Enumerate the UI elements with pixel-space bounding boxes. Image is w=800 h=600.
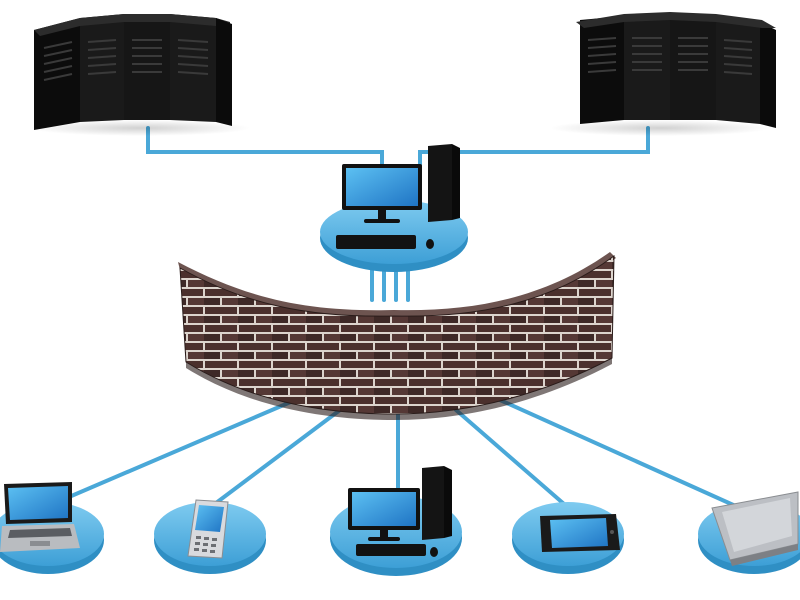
server-rack-icon	[34, 14, 232, 130]
firewall-top	[178, 252, 616, 319]
server-rack-icon	[576, 12, 776, 128]
desktop-computer-icon	[348, 466, 452, 557]
client-tablet[interactable]	[512, 502, 624, 574]
firewall-shade	[186, 358, 612, 420]
client-laptop[interactable]	[0, 482, 104, 574]
firewall[interactable]	[178, 252, 616, 420]
smartphone-icon	[187, 499, 229, 559]
link-firewall-tablet	[454, 408, 566, 506]
client-notebook[interactable]	[698, 491, 800, 574]
link-right-server	[418, 126, 650, 172]
link-firewall-notebook	[498, 398, 742, 510]
server-rack-right[interactable]	[550, 12, 776, 136]
link-firewall-laptop	[60, 396, 302, 502]
notebook-icon	[711, 491, 799, 566]
desktop-computer-icon	[336, 144, 460, 249]
server-rack-left[interactable]	[30, 14, 250, 136]
client-desktop[interactable]	[330, 466, 462, 576]
tablet-icon	[540, 514, 620, 552]
laptop-icon	[0, 482, 80, 552]
link-left-server	[146, 126, 384, 172]
admin-workstation[interactable]	[320, 144, 468, 272]
client-smartphone[interactable]	[154, 499, 266, 574]
link-firewall-smartphone	[210, 408, 342, 508]
